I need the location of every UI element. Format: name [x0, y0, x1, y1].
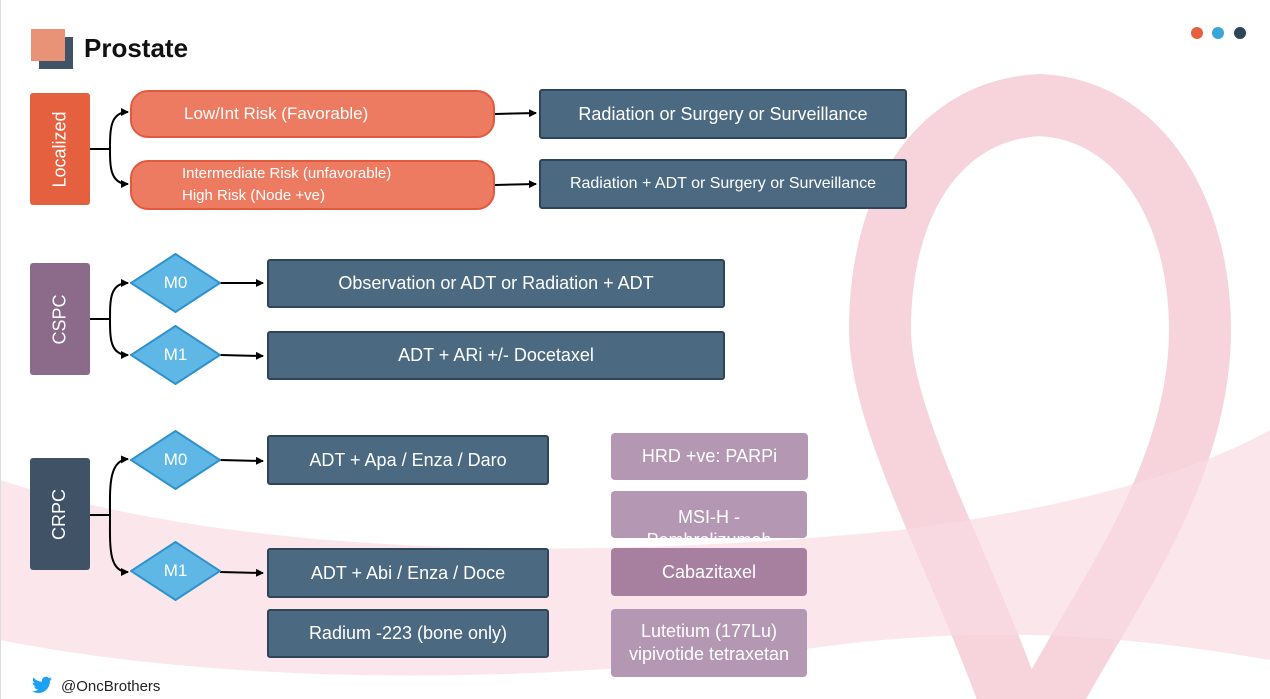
localized-label-text: Localized: [49, 110, 70, 188]
option-hrd-parpi: HRD +ve: PARPi: [611, 433, 808, 480]
cspc-section-label: CSPC: [30, 263, 90, 375]
localized-treatment-2-text: Radiation + ADT or Surgery or Surveillan…: [569, 175, 877, 192]
low-int-risk-text: Low/Int Risk (Favorable): [184, 104, 369, 123]
cspc-m0-treatment: Observation or ADT or Radiation + ADT: [267, 259, 725, 308]
crpc-m1-treatment-text: ADT + Abi / Enza / Doce: [310, 562, 506, 583]
crpc-m0-diamond: [130, 430, 221, 490]
decor-dot-orange: [1191, 27, 1203, 39]
twitter-handle[interactable]: @OncBrothers: [61, 678, 161, 695]
high-risk-box: Intermediate Risk (unfavorable) High Ris…: [130, 160, 495, 210]
localized-treatment-2: Radiation + ADT or Surgery or Surveillan…: [539, 159, 907, 209]
page-title: Prostate: [84, 33, 189, 63]
decor-dot-blue: [1212, 27, 1224, 39]
localized-treatment-1-text: Radiation or Surgery or Surveillance: [578, 103, 868, 124]
crpc-radium-treatment: Radium -223 (bone only): [267, 609, 549, 658]
cspc-m0-diamond: [130, 253, 221, 313]
crpc-radium-treatment-text: Radium -223 (bone only): [308, 623, 508, 643]
option-hrd-parpi-text: HRD +ve: PARPi: [641, 446, 778, 466]
option-lutetium-text: Lutetium (177Lu) vipivotide tetraxetan: [628, 621, 790, 664]
twitter-icon: [32, 676, 52, 693]
cspc-m0-label: M0: [163, 273, 188, 292]
option-cabazitaxel: Cabazitaxel: [611, 548, 807, 596]
title-logo-front: [31, 29, 65, 61]
localized-treatment-1: Radiation or Surgery or Surveillance: [539, 89, 907, 139]
crpc-m0-treatment: ADT + Apa / Enza / Daro: [267, 435, 549, 485]
cspc-m1-label: M1: [163, 345, 188, 364]
crpc-m1-treatment: ADT + Abi / Enza / Doce: [267, 548, 549, 598]
decor-dot-navy: [1234, 27, 1246, 39]
crpc-m0-treatment-text: ADT + Apa / Enza / Daro: [309, 449, 507, 470]
cspc-m0-treatment-text: Observation or ADT or Radiation + ADT: [338, 273, 654, 293]
localized-section-label: Localized: [30, 93, 90, 205]
option-lutetium: Lutetium (177Lu) vipivotide tetraxetan: [611, 609, 807, 677]
low-int-risk-box: Low/Int Risk (Favorable): [130, 90, 495, 138]
high-risk-text: High Risk (Node +ve): [182, 187, 325, 204]
option-cabazitaxel-text: Cabazitaxel: [661, 561, 757, 582]
crpc-label-text: CRPC: [49, 488, 70, 540]
option-msi-h: MSI-H - Pembrolizumab: [611, 491, 807, 538]
cspc-m1-treatment-text: ADT + ARi +/- Docetaxel: [398, 345, 594, 365]
option-msi-h-text: MSI-H - Pembrolizumab: [646, 507, 771, 538]
cspc-label-text: CSPC: [49, 293, 70, 345]
cspc-m1-treatment: ADT + ARi +/- Docetaxel: [267, 331, 725, 380]
crpc-m0-label: M0: [163, 450, 188, 469]
crpc-m1-diamond: [130, 541, 221, 601]
cspc-m1-diamond: [130, 325, 221, 385]
intermediate-risk-text: Intermediate Risk (unfavorable): [182, 165, 392, 182]
crpc-section-label: CRPC: [30, 458, 90, 570]
crpc-m1-label: M1: [163, 561, 188, 580]
